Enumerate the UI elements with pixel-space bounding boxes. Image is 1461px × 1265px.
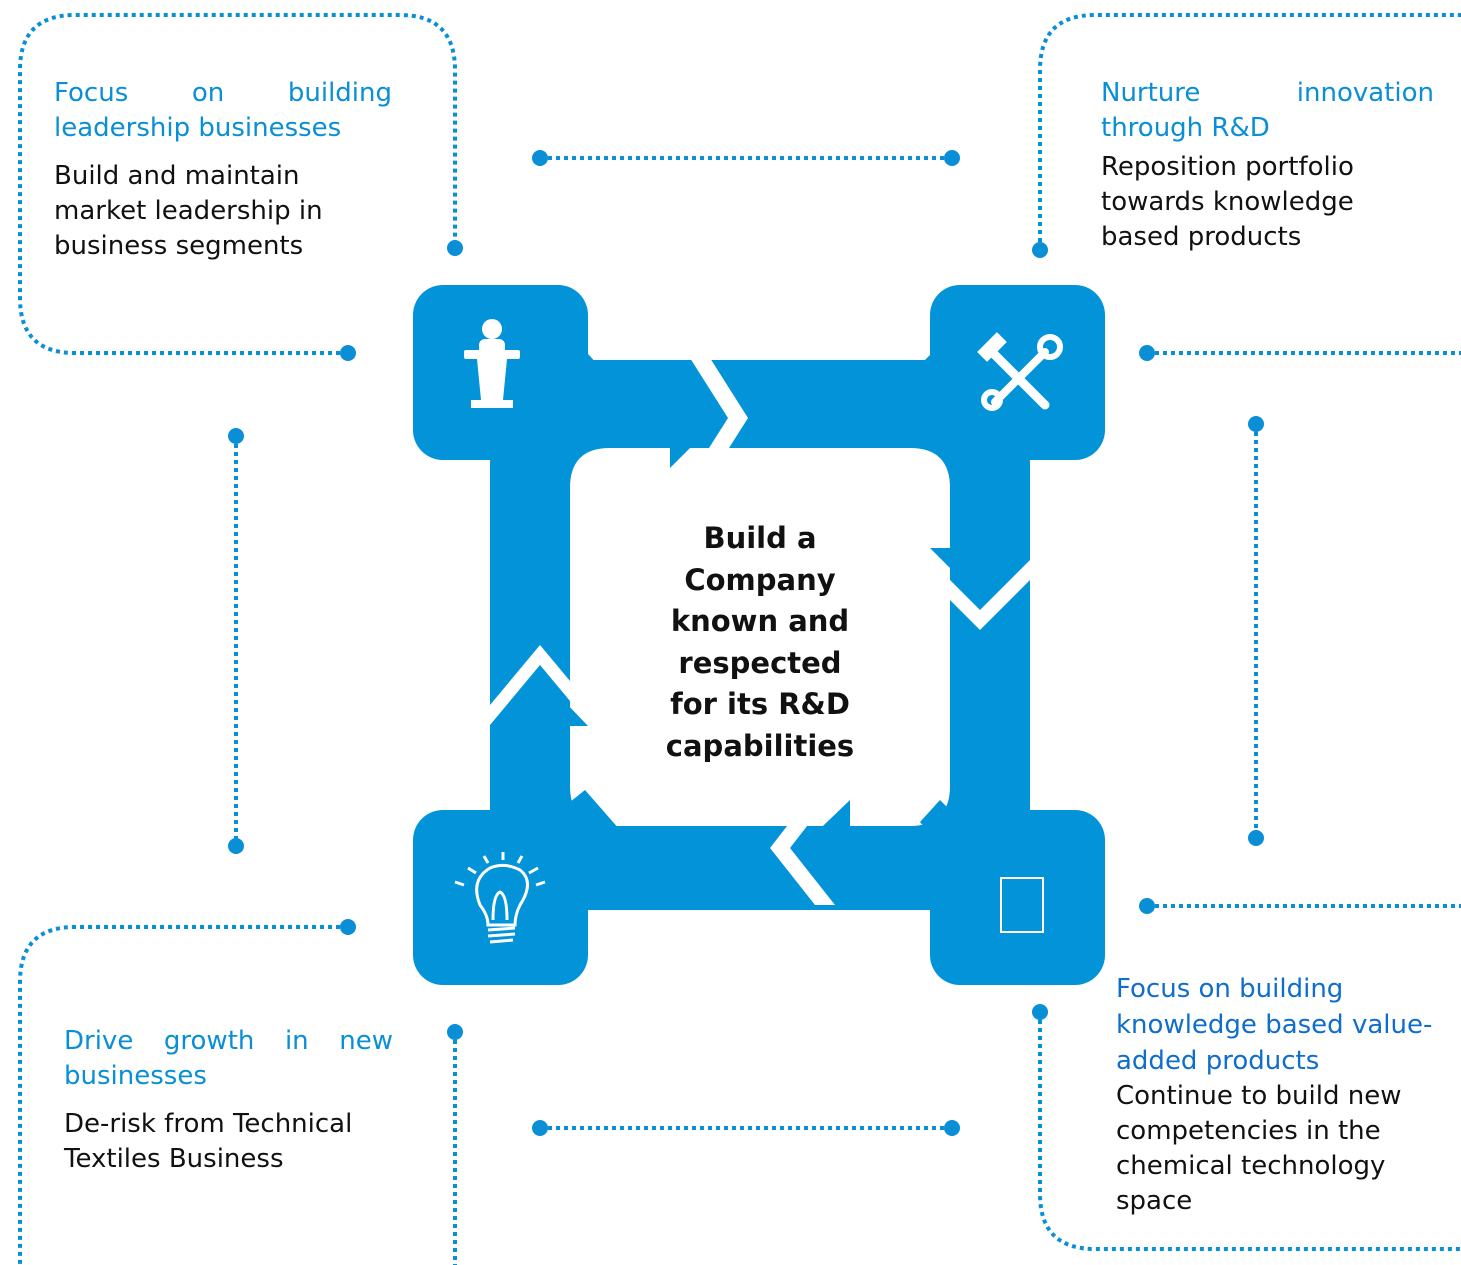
frame-bottom-left: [18, 925, 457, 1265]
center-line: capabilities: [665, 728, 855, 763]
card-top-right: Nurture innovation through R&D Repositio…: [1101, 76, 1434, 255]
podium-speaker-icon: [464, 319, 520, 408]
center-line: for its R&D: [670, 687, 850, 721]
center-line: known and: [670, 604, 850, 638]
document-icon: [1000, 877, 1044, 933]
frame-top-right: [1038, 13, 1461, 355]
frame-bottom-right: [1038, 904, 1461, 1251]
card-title: Focus on building knowledge based value-…: [1116, 974, 1433, 1076]
center-line: Company: [684, 562, 836, 597]
card-title: Nurture innovation through R&D: [1101, 78, 1434, 143]
card-bottom-right: Focus on building knowledge based value-…: [1116, 971, 1456, 1219]
lightbulb-icon: [454, 852, 546, 944]
dotted-frames: [18, 13, 1461, 1265]
card-title: Focus on building leadership businesses: [54, 78, 392, 143]
card-body: Continue to build new competencies in th…: [1116, 1081, 1402, 1216]
ring-band: [490, 360, 1030, 910]
dot-ends: [228, 150, 1264, 1136]
card-body: Build and maintain market leadership in …: [54, 161, 323, 261]
card-body: Reposition portfolio towards knowledge b…: [1101, 152, 1354, 252]
card-title: Drive growth in new businesses: [64, 1026, 393, 1091]
center-statement: Build a Company known and respected for …: [640, 518, 880, 767]
card-top-left: Focus on building leadership businesses …: [54, 76, 392, 264]
center-line: Build a: [703, 521, 817, 555]
cycle-arrows: [490, 358, 1030, 905]
center-line: respected: [678, 645, 842, 680]
card-body: De-risk from Technical Textiles Business: [64, 1109, 353, 1174]
hammer-wrench-icon: [977, 332, 1063, 411]
frame-top-left: [18, 13, 457, 355]
card-bottom-left: Drive growth in new businesses De-risk f…: [64, 1024, 393, 1177]
